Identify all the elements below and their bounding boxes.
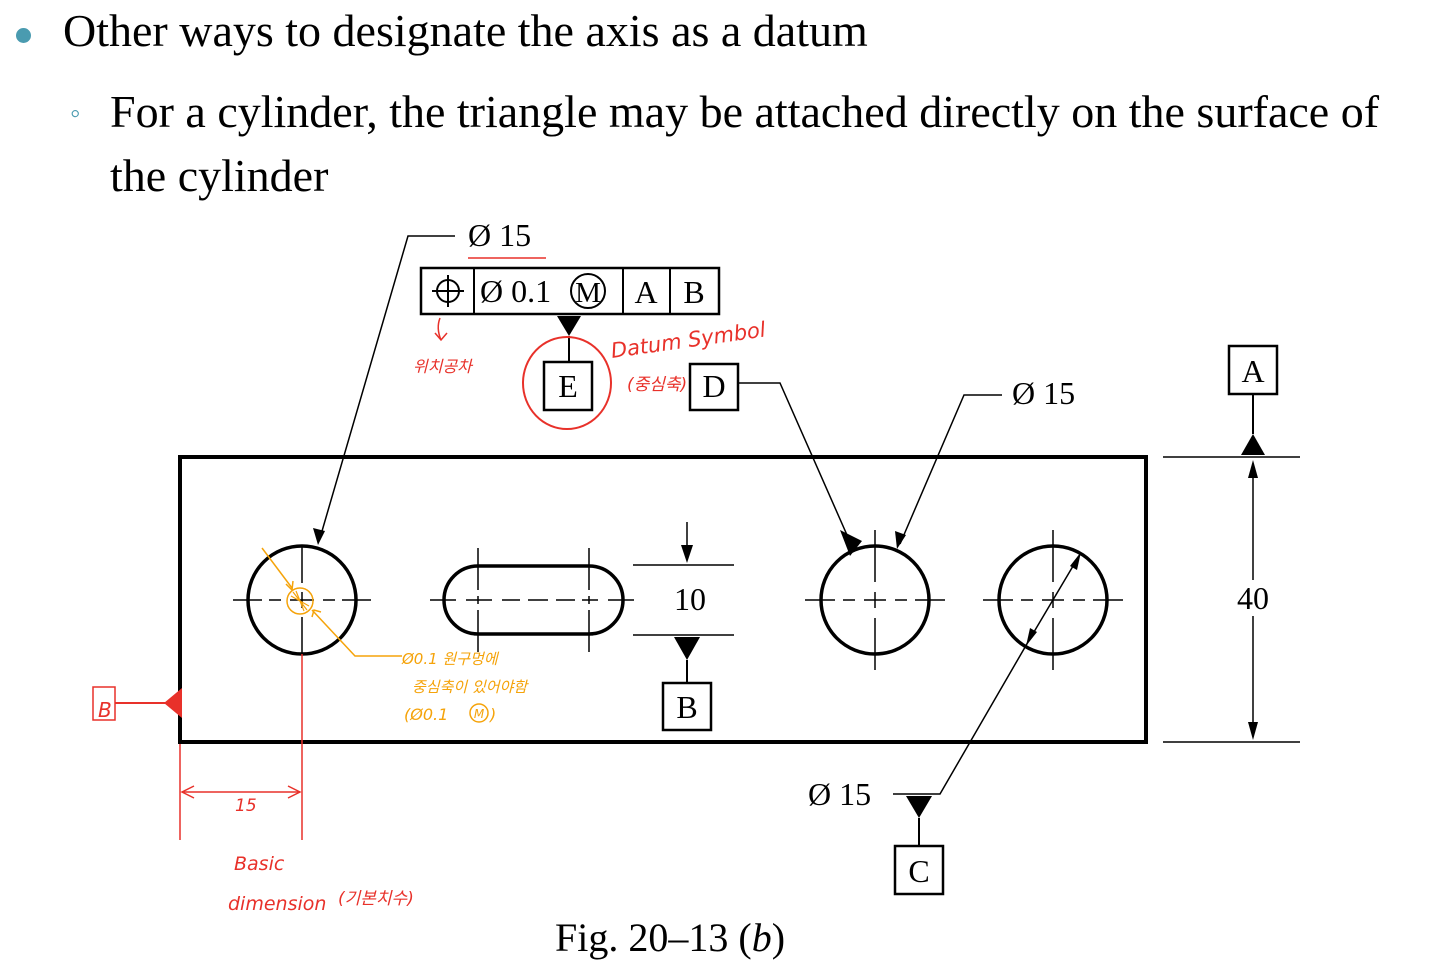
note-dimension-kr: (기본치수) — [338, 889, 414, 909]
figure-caption: Fig. 20–13 (b) — [555, 915, 785, 960]
note-dim-15: 15 — [235, 796, 257, 816]
arrow-to-note-icon — [434, 317, 448, 342]
svg-text:D: D — [702, 368, 725, 404]
fcf-tolerance: Ø 0.1 — [480, 273, 551, 309]
hole-4-diameter-leader — [893, 552, 1081, 795]
datum-d-symbol: D — [688, 362, 862, 556]
bullet-dot-icon — [16, 28, 31, 43]
hole-3 — [805, 530, 945, 670]
dim-10-label: 10 — [674, 581, 706, 617]
bullet-2-text: For a cylinder, the triangle may be atta… — [110, 86, 1380, 201]
note-modifier: M — [474, 707, 485, 721]
dia-right-label: Ø 15 — [1012, 375, 1075, 411]
note-line-1: Ø0.1 원구멍에 — [401, 650, 500, 668]
note-datum-symbol-kr: (중심축) — [627, 375, 687, 395]
note-datum-symbol: Datum Symbol — [609, 317, 767, 362]
svg-text:E: E — [558, 368, 578, 404]
datum-d-triangle — [840, 530, 862, 556]
note-dimension: dimension — [228, 893, 326, 915]
note-line-3: (Ø0.1 — [404, 705, 448, 724]
note-basic: Basic — [234, 853, 285, 875]
position-symbol-icon — [432, 275, 464, 307]
hole-1 — [233, 544, 371, 656]
feature-control-frame: Ø 0.1 M A B — [419, 266, 721, 316]
datum-b-hand-triangle — [164, 688, 182, 718]
plate-outline — [178, 455, 1148, 744]
bullet-circle-icon: ◦ — [70, 97, 81, 130]
datum-b-symbol: B — [661, 637, 713, 732]
svg-text:B: B — [676, 689, 697, 725]
leader-right — [899, 394, 1002, 545]
fcf-datum-b: B — [683, 274, 704, 310]
tolerance-zone-circle-icon — [286, 587, 314, 615]
leader-top — [319, 235, 455, 539]
leader-right-arrowhead — [895, 531, 906, 549]
note-position-tol: 위치공차 — [413, 357, 474, 376]
fcf-modifier: M — [575, 277, 601, 309]
datum-a-symbol: A — [1227, 344, 1279, 455]
dia-bottom-label: Ø 15 — [808, 776, 871, 812]
datum-c-symbol: C — [893, 796, 945, 896]
svg-text:C: C — [908, 853, 929, 889]
leader-top-arrowhead — [313, 528, 325, 545]
datum-e-symbol: E — [542, 316, 594, 412]
orange-annotations — [261, 547, 489, 723]
hole-4 — [983, 530, 1123, 670]
dim-10 — [633, 522, 734, 636]
note-datum-b-hand: B — [98, 698, 112, 722]
highlight-circle-icon — [522, 336, 612, 430]
dim-40-label: 40 — [1237, 580, 1269, 616]
note-mod-circle-icon — [469, 703, 489, 723]
bullet-1-text: Other ways to designate the axis as a da… — [63, 5, 868, 56]
dim-40 — [1163, 456, 1300, 743]
slot — [430, 548, 634, 652]
note-close: ) — [489, 705, 496, 724]
red-annotations — [92, 317, 612, 840]
fcf-datum-a: A — [634, 274, 657, 310]
mmc-modifier-icon — [570, 273, 606, 309]
svg-text:A: A — [1241, 353, 1264, 389]
dia-top-label: Ø 15 — [468, 217, 531, 253]
note-line-2: 중심축이 있어야함 — [412, 678, 529, 696]
bullet-level-2: ◦ For a cylinder, the triangle may be at… — [70, 80, 1390, 208]
